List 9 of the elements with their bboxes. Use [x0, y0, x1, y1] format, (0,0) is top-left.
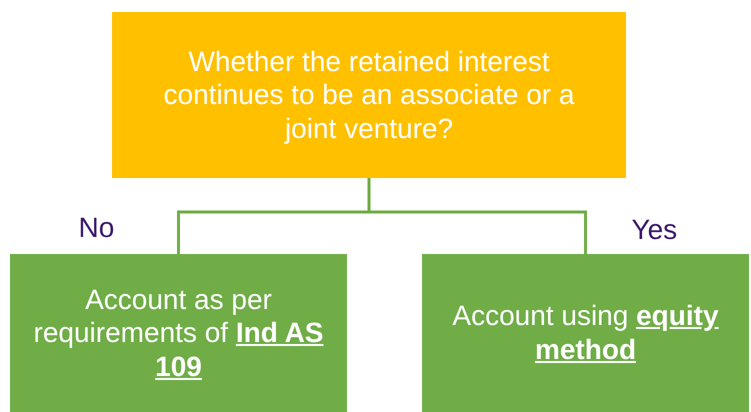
connector-line: [368, 178, 587, 254]
box-text: Account as per requirements of Ind AS 109: [32, 282, 324, 384]
question-box: [112, 12, 626, 178]
edge-label: Yes: [632, 214, 678, 246]
box-text: Account using equity method: [451, 299, 720, 367]
box-text: Whether the retained interest continues to be an associate or a joint venture?: [162, 44, 576, 146]
edge-label: No: [78, 212, 114, 244]
outcome-box: [10, 254, 347, 412]
outcome-box: [422, 254, 749, 412]
